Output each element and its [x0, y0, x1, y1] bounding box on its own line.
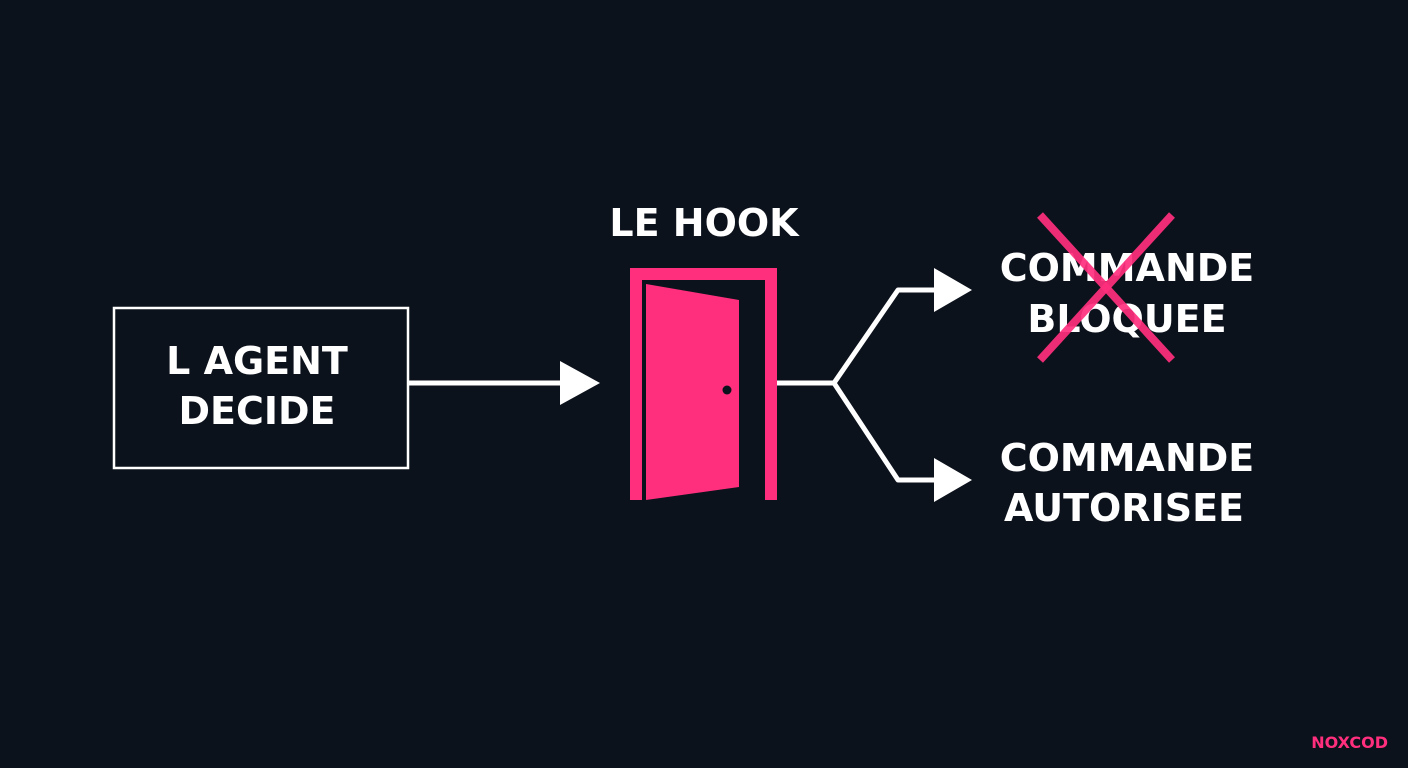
hook-title: LE HOOK — [609, 201, 800, 245]
allowed-line2: AUTORISEE — [1004, 486, 1244, 530]
arrow-agent-to-hook — [408, 361, 600, 405]
agent-decide-node: L AGENT DECIDE — [112, 306, 410, 470]
agent-decide-box — [112, 306, 410, 470]
open-door-icon — [630, 268, 777, 500]
allowed-line1: COMMANDE — [1000, 436, 1255, 480]
fork-connector — [777, 268, 972, 502]
blocked-outcome: COMMANDE BLOQUEE — [1000, 212, 1254, 363]
agent-decide-line2: DECIDE — [178, 389, 335, 433]
brand-logo: NOXCOD — [1311, 733, 1388, 752]
agent-decide-line1: L AGENT — [166, 339, 348, 383]
blocked-line2: BLOQUEE — [1027, 297, 1226, 341]
allowed-outcome: COMMANDE AUTORISEE — [1000, 436, 1255, 530]
cross-icon — [1037, 212, 1175, 363]
